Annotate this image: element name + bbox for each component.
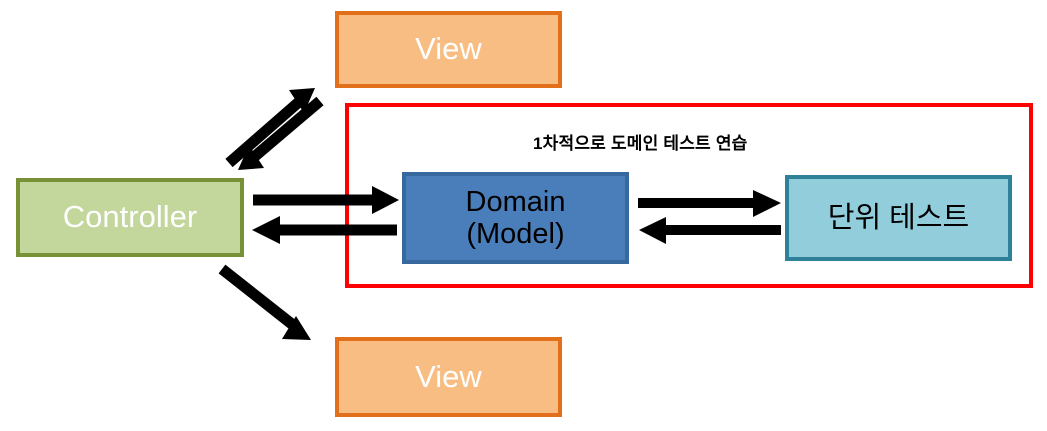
connector-view-top-to-controller: [238, 96, 324, 170]
node-view-top[interactable]: View: [335, 11, 562, 88]
node-view-bottom-label: View: [415, 358, 482, 394]
connector-controller-to-view-bottom: [218, 264, 311, 340]
scope-caption: 1차적으로 도메인 테스트 연습: [533, 134, 748, 153]
node-unit-test[interactable]: 단위 테스트: [785, 175, 1012, 261]
node-domain-label-line1: Domain: [465, 185, 566, 218]
connector-controller-to-view-top: [225, 88, 315, 168]
node-domain-model[interactable]: Domain (Model): [402, 172, 629, 264]
node-unit-test-label: 단위 테스트: [827, 201, 970, 234]
node-domain-label-line2: (Model): [466, 218, 565, 250]
node-view-top-label: View: [415, 31, 482, 67]
node-controller-label: Controller: [62, 199, 198, 235]
node-controller[interactable]: Controller: [16, 178, 244, 257]
node-view-bottom[interactable]: View: [335, 337, 562, 417]
